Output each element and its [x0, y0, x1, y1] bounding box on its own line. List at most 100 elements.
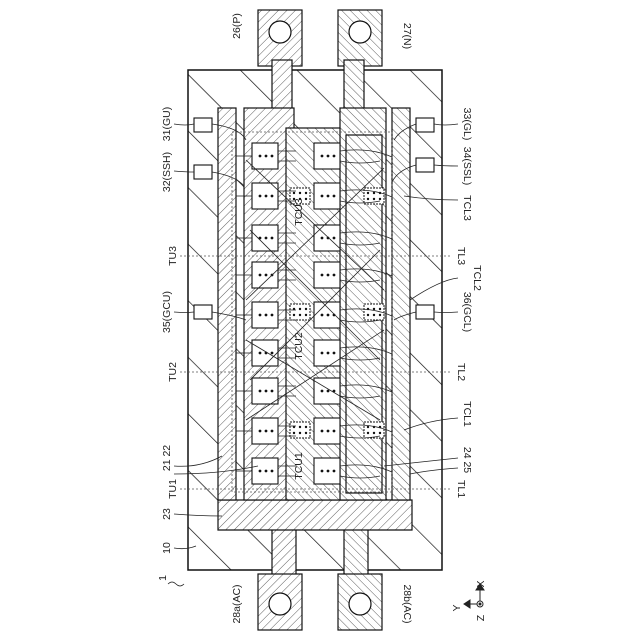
bond-dot [333, 237, 336, 240]
label-tcl2: TCL2 [471, 265, 483, 291]
label-10: 10 [161, 542, 173, 554]
bond-dot [299, 308, 301, 310]
bond-dot [379, 314, 381, 316]
label-tl3: TL3 [455, 247, 467, 265]
bond-dot [327, 430, 330, 433]
bond-dot [305, 314, 307, 316]
bond-dot [265, 430, 268, 433]
bond-dot [293, 432, 295, 434]
pad-ssl [416, 158, 434, 172]
bond-dot [333, 274, 336, 277]
bond-dot [367, 198, 369, 200]
bond-dot [271, 155, 274, 158]
conductor-23 [218, 500, 412, 530]
temp-sensor-chip [290, 304, 310, 320]
bond-dot [373, 432, 375, 434]
bond-dot [321, 274, 324, 277]
bond-dot [305, 308, 307, 310]
bond-dot [299, 192, 301, 194]
bond-dot [327, 274, 330, 277]
bond-dot [259, 155, 262, 158]
bond-dot [265, 314, 268, 317]
bond-dot [259, 470, 262, 473]
axes-indicator: X Y Z [451, 580, 487, 621]
bond-dot [367, 192, 369, 194]
bond-dot [259, 195, 262, 198]
bond-dot [379, 308, 381, 310]
bond-dot [299, 426, 301, 428]
bond-dot [305, 198, 307, 200]
bond-dot [293, 314, 295, 316]
label-31-gu: 31(GU) [161, 107, 173, 141]
bond-dot [321, 314, 324, 317]
label-tcu2: TCU2 [293, 332, 305, 360]
bond-dot [271, 314, 274, 317]
bond-dot [305, 426, 307, 428]
bond-dot [271, 195, 274, 198]
bond-dot [379, 432, 381, 434]
bond-dot [367, 426, 369, 428]
bond-dot [327, 470, 330, 473]
bond-dot [271, 430, 274, 433]
label-tcl1: TCL1 [461, 401, 473, 427]
bond-dot [333, 352, 336, 355]
label-36-gcl: 36(GCL) [461, 292, 473, 332]
label-tcu3: TCU3 [293, 198, 305, 226]
bond-dot [265, 470, 268, 473]
label-tcu1: TCU1 [293, 452, 305, 480]
label-35-gcu: 35(GCU) [161, 291, 173, 333]
temp-sensor-chip [364, 422, 384, 438]
bond-dot [259, 274, 262, 277]
bond-dot [265, 274, 268, 277]
label-1: 1 [157, 575, 169, 581]
bond-dot [379, 198, 381, 200]
bond-dot [265, 155, 268, 158]
label-26-p: 26(P) [231, 13, 243, 39]
label-tu3: TU3 [167, 246, 179, 266]
bond-dot [321, 155, 324, 158]
bond-dot [327, 314, 330, 317]
bond-dot [373, 308, 375, 310]
bond-dot [321, 352, 324, 355]
bond-dot [259, 390, 262, 393]
bond-dot [265, 390, 268, 393]
gate-strip-left [218, 108, 236, 500]
bond-dot [271, 237, 274, 240]
label-33-gl: 33(GL) [461, 108, 473, 141]
bond-dot [271, 470, 274, 473]
label-28b-ac: 28b(AC) [401, 584, 413, 623]
bond-dot [321, 430, 324, 433]
label-tcl3: TCL3 [461, 195, 473, 221]
axis-x-label: X [475, 580, 487, 587]
bond-dot [305, 192, 307, 194]
bond-dot [373, 314, 375, 316]
label-24-25: 24 25 [461, 447, 473, 473]
bond-dot [321, 195, 324, 198]
reference-numeral-1: 1 [157, 575, 184, 586]
label-34-ssl: 34(SSL) [461, 147, 473, 186]
bond-dot [321, 470, 324, 473]
pad-gcl [416, 305, 434, 319]
bond-dot [333, 195, 336, 198]
pad-ssh [194, 165, 212, 179]
pad-gl [416, 118, 434, 132]
gate-strip-right [392, 108, 410, 500]
bond-dot [321, 237, 324, 240]
label-28a-ac: 28a(AC) [231, 584, 243, 623]
bond-dot [271, 390, 274, 393]
bond-dot [333, 430, 336, 433]
bond-dot [265, 237, 268, 240]
axis-z-label: Z [475, 614, 487, 621]
axis-y-label: Y [451, 604, 463, 611]
label-tu2: TU2 [167, 362, 179, 382]
bond-dot [259, 352, 262, 355]
right-labels: 33(GL) 34(SSL) TCL3 TL3 TCL2 36(GCL) TL2… [455, 108, 483, 499]
bond-dot [259, 430, 262, 433]
bond-dot [333, 155, 336, 158]
bond-dot [373, 192, 375, 194]
bond-dot [321, 390, 324, 393]
label-tl2: TL2 [455, 363, 467, 381]
pad-gcu [194, 305, 212, 319]
bond-dot [299, 314, 301, 316]
bond-dot [265, 195, 268, 198]
